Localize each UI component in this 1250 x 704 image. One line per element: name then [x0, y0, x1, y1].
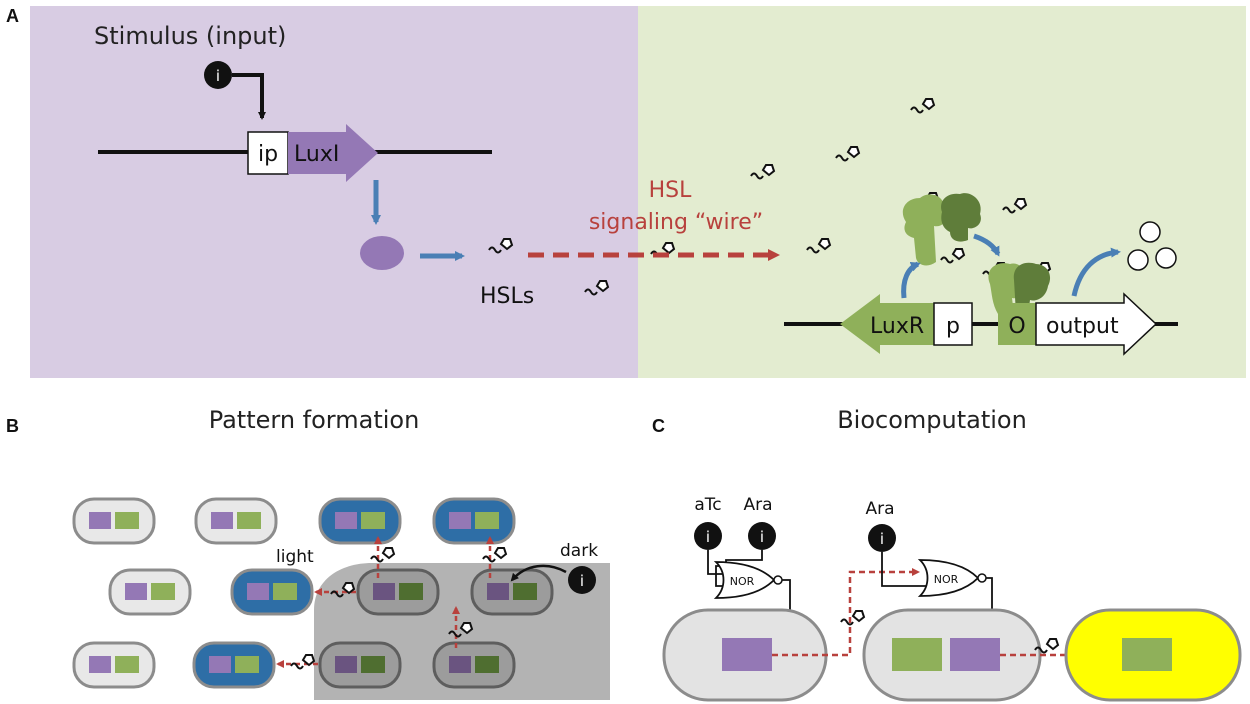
luxr-promoter-box [933, 302, 973, 346]
hsl-molecule-icon [370, 547, 395, 563]
ara-inducer-icon: i [748, 522, 776, 550]
gate2-input-wire [881, 552, 928, 587]
cell-inactive [108, 568, 192, 616]
cell-activated [230, 568, 314, 616]
inducer-symbol: i [760, 528, 764, 546]
luxr-protein-monomer [902, 194, 947, 266]
inducer-symbol: i [706, 528, 710, 546]
nor-gate-2: NOR [917, 559, 987, 597]
stimulus-label: Stimulus (input) [94, 22, 286, 50]
cell-activated [318, 497, 402, 545]
dark-induction-arrow [510, 564, 567, 582]
panel-c-letter: C [652, 416, 665, 436]
luxr-promoter-label: p [946, 314, 960, 339]
cell-sender-dark [432, 641, 516, 689]
luxr-binding-arrow [973, 233, 1001, 257]
output-gene-arrow [1035, 292, 1158, 356]
luxi-gene-arrow [288, 124, 378, 182]
inducer-symbol: i [880, 530, 884, 548]
reporter-module [1122, 638, 1172, 671]
output-product [1139, 221, 1161, 243]
output-gene-label: output [1046, 314, 1119, 339]
cell-sender-dark [356, 568, 440, 616]
cell-activated [192, 641, 276, 689]
cell-sender-dark [470, 568, 554, 616]
luxr-expression-arrow [901, 261, 921, 299]
output-expression-arrow [1071, 247, 1121, 297]
stimulus-inducer-icon: i [204, 61, 232, 89]
promoter-ip-label: ip [258, 142, 278, 167]
output-product [1127, 249, 1149, 271]
hsl-molecule-icon [840, 610, 865, 626]
nor-gate-1-label: NOR [730, 575, 755, 588]
nor-gate-1: NOR [713, 561, 783, 599]
luxr-protein-bound [941, 193, 981, 242]
luxi-module-2 [950, 638, 1000, 671]
dark-inducer-icon: i [568, 566, 596, 594]
luxi-gene-label: LuxI [294, 142, 339, 167]
luxr-dimer-on-operator [988, 262, 1051, 314]
pattern-formation-title: Pattern formation [209, 406, 420, 434]
sender-cell-background [30, 6, 638, 378]
inducer-symbol: i [580, 572, 584, 590]
hsl-wire-to-gate2 [772, 568, 920, 657]
wire-label-line1: HSL [649, 178, 693, 203]
output-product [1155, 247, 1177, 269]
luxr-gene-label: LuxR [870, 314, 924, 339]
panel-b-letter: B [6, 416, 19, 436]
luxi-protein [360, 236, 404, 270]
cell-inactive [72, 497, 156, 545]
cell-activated [432, 497, 516, 545]
luxr-module [892, 638, 942, 671]
cell-inactive [72, 641, 156, 689]
inducer-symbol: i [216, 67, 220, 85]
hsls-label: HSLs [480, 284, 534, 309]
luxi-module [722, 638, 772, 671]
atc-inducer-icon: i [694, 522, 722, 550]
hsl-molecule-icon [482, 547, 507, 563]
ara-input-label-2: Ara [865, 499, 894, 519]
operator-box [998, 303, 1036, 345]
light-label: light [276, 547, 314, 567]
cell-inactive [194, 497, 278, 545]
cell-sender-dark [318, 641, 402, 689]
ara-input-label: Ara [743, 495, 772, 515]
atc-input-label: aTc [694, 495, 721, 515]
nor-gate-2-label: NOR [934, 573, 959, 586]
wire-label-line2: signaling “wire” [589, 210, 763, 235]
operator-label: O [1008, 314, 1025, 339]
dark-label: dark [560, 541, 598, 561]
luxr-gene-arrow [840, 294, 934, 354]
stimulus-arrow [232, 73, 266, 120]
gate1-input-wire [707, 550, 722, 575]
ara-inducer-icon-2: i [868, 524, 896, 552]
biocomputation-title: Biocomputation [837, 406, 1027, 434]
panel-a-letter: A [6, 6, 19, 26]
hsl-molecule-icon [290, 654, 315, 670]
